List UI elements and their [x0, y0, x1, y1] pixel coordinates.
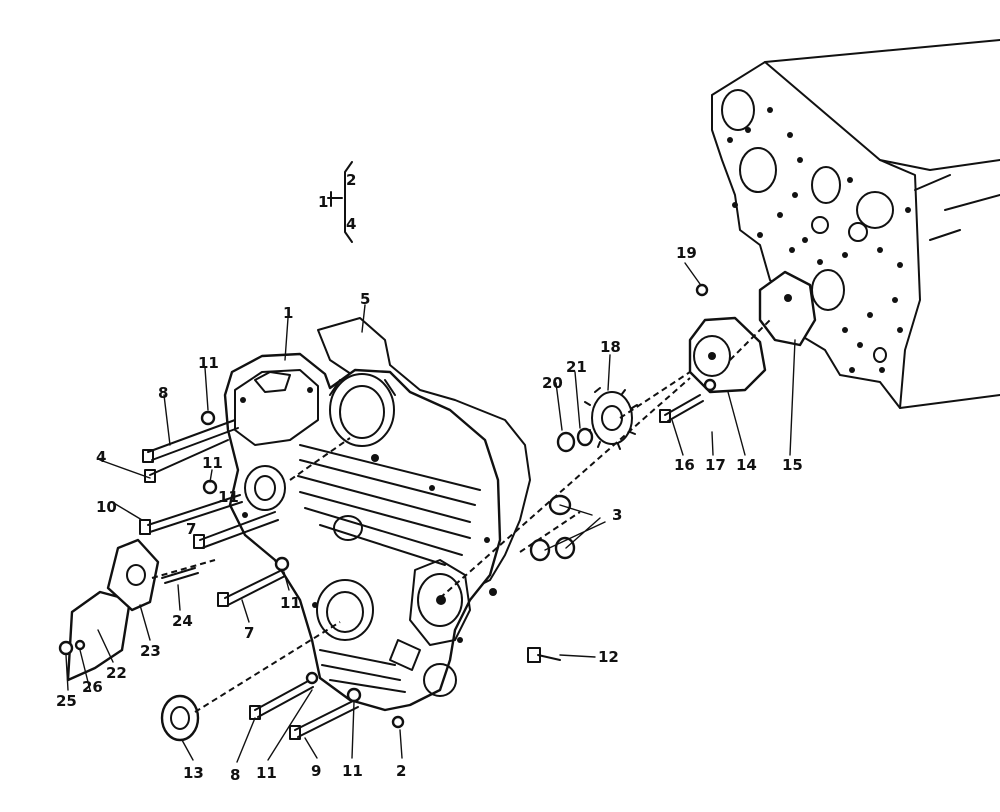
callout-2: 2 [396, 762, 406, 780]
callout-19: 19 [676, 244, 697, 262]
callout-1: 1 [283, 304, 293, 322]
callout-11e: 11 [256, 764, 277, 782]
callout-4-kit: 4 [346, 215, 356, 233]
callout-3: 3 [612, 506, 622, 524]
timing-case-cover [223, 352, 502, 712]
fasteners [58, 283, 717, 740]
callout-21: 21 [566, 358, 587, 376]
callout-16: 16 [674, 456, 695, 474]
callout-15: 15 [782, 456, 803, 474]
callout-23: 23 [140, 642, 161, 660]
callout-26: 26 [82, 678, 103, 696]
callout-13: 13 [183, 764, 204, 782]
callout-4: 4 [96, 448, 106, 466]
callout-14: 14 [736, 456, 757, 474]
callout-7: 7 [186, 520, 196, 538]
callout-25: 25 [56, 692, 77, 710]
callout-9: 9 [311, 762, 321, 780]
callout-11b: 11 [202, 454, 223, 472]
cover-plate-gasket [106, 538, 160, 612]
callout-12: 12 [598, 648, 619, 666]
callout-2-kit: 2 [346, 171, 356, 189]
callout-11c: 11 [218, 488, 239, 506]
callout-5: 5 [360, 290, 370, 308]
kit-bracket [327, 161, 353, 243]
callout-7b: 7 [244, 624, 254, 642]
callout-11d: 11 [280, 594, 301, 612]
callout-18: 18 [600, 338, 621, 356]
callout-11f: 11 [342, 762, 363, 780]
callout-8b: 8 [230, 766, 240, 784]
callout-8: 8 [158, 384, 168, 402]
callout-24: 24 [172, 612, 193, 630]
callout-labels: 1 2 2 3 4 4 5 7 7 8 8 9 10 11 11 11 11 1… [56, 171, 803, 784]
oil-pump-assembly [556, 270, 817, 453]
callout-22: 22 [106, 664, 127, 682]
callout-11a: 11 [198, 354, 219, 372]
assembly-axes [151, 319, 771, 713]
callout-20: 20 [542, 374, 563, 392]
engine-block [711, 39, 1000, 409]
callout-17: 17 [705, 456, 726, 474]
callout-10: 10 [96, 498, 117, 516]
callout-1-kit: 1 [318, 193, 328, 211]
leader-lines [65, 262, 796, 763]
oil-seal [160, 694, 200, 742]
